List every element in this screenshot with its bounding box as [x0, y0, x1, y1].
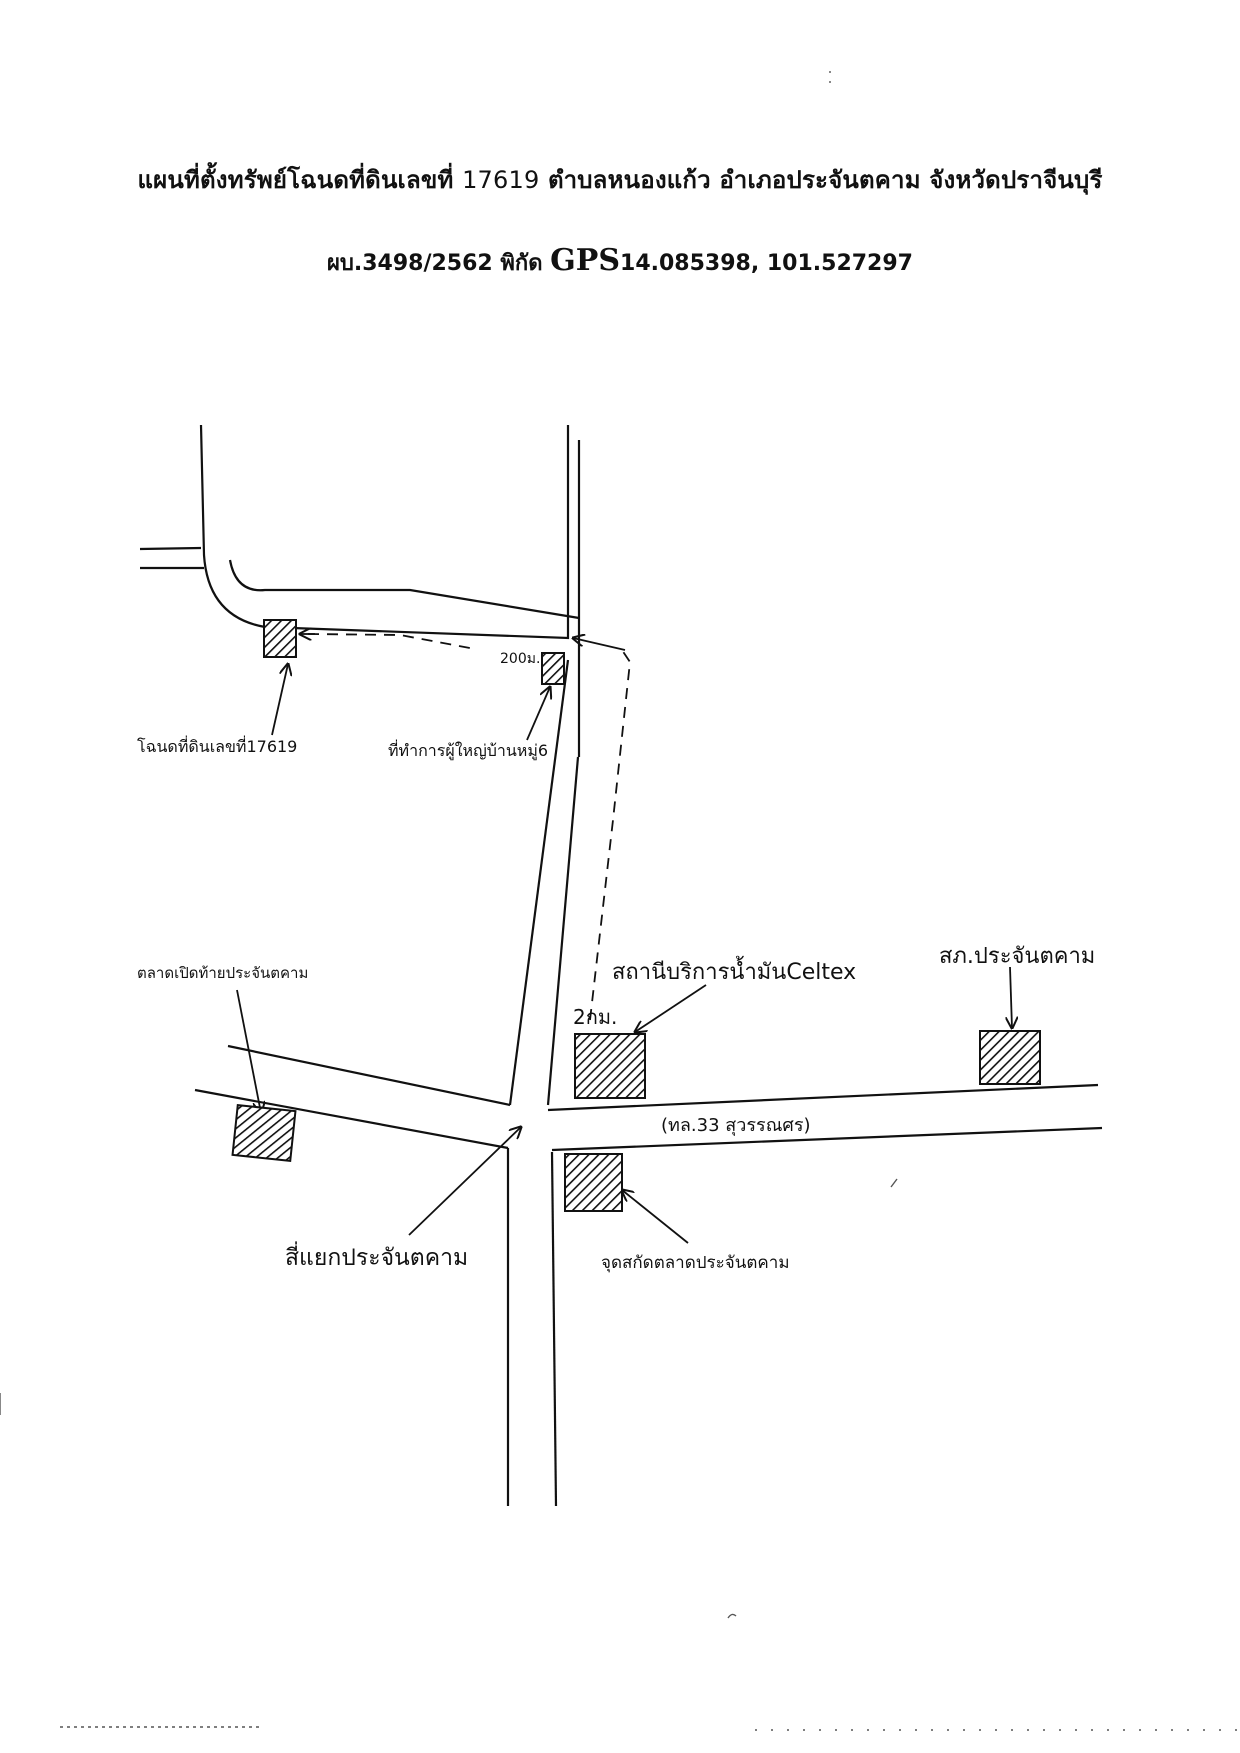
road-west-upper — [227, 1044, 511, 1107]
police-station-building — [979, 1030, 1041, 1085]
land-deed-plot — [263, 619, 297, 658]
arrow-market-label — [236, 989, 261, 1113]
village-office-building — [541, 652, 565, 685]
road-main-left-edge — [508, 659, 570, 1106]
arrow-deed-label — [271, 664, 288, 736]
title-location: ตำบลหนองแก้ว อำเภอประจันตคาม จังหวัดปราจ… — [547, 166, 1103, 194]
label-distance-200m: 200ม. — [500, 651, 540, 667]
arrows — [236, 634, 1012, 1244]
label-market-checkpoint: จุดสกัดตลาดประจันตคาม — [601, 1253, 790, 1273]
roads — [139, 424, 1103, 1507]
case-number: ผบ.3498/2562 พิกัด — [327, 251, 543, 276]
label-land-deed: โฉนดที่ดินเลขที่17619 — [137, 735, 297, 756]
road-left-stub — [139, 546, 202, 551]
map-title: แผนที่ตั้งทรัพย์โฉนดที่ดินเลขที่ 17619 ต… — [0, 160, 1240, 199]
label-duck-market: ตลาดเปิดท้ายประจันตคาม — [137, 964, 308, 982]
speck-7 — [890, 1178, 898, 1188]
label-highway: (ทล.33 สุวรรณศร) — [661, 1115, 811, 1136]
arrow-route-to-road — [573, 638, 626, 651]
arrow-checkpoint-label — [622, 1190, 689, 1244]
highway-south-edge — [551, 1126, 1103, 1152]
labels: โฉนดที่ดินเลขที่17619 ที่ทำการผู้ใหญ่บ้า… — [137, 651, 1095, 1273]
highway-north-edge — [547, 1083, 1099, 1112]
duck-market-building — [231, 1104, 297, 1162]
arrow-police-label — [1010, 966, 1012, 1028]
road-west-lower — [194, 1088, 509, 1150]
title-prefix: แผนที่ตั้งทรัพย์โฉนดที่ดินเลขที่ — [137, 166, 454, 194]
gps-coordinates: 14.085398, 101.527297 — [620, 251, 913, 276]
label-distance-2km: 2กม. — [573, 1005, 617, 1029]
speck-6 — [727, 1613, 737, 1619]
arrow-office-label — [526, 687, 550, 741]
scan-specks — [0, 71, 1240, 1731]
gps-word: GPS — [550, 243, 621, 278]
route-dashes — [307, 633, 631, 1021]
deed-number: 17619 — [462, 166, 540, 194]
road-main-right-edge — [546, 756, 580, 1106]
road-south-right-edge — [550, 1151, 558, 1507]
label-village-office: ที่ทำการผู้ใหญ่บ้านหมู่6 — [388, 739, 548, 761]
gas-station-building — [574, 1033, 646, 1099]
buildings — [231, 619, 1041, 1212]
arrow-intersection-label — [408, 1127, 521, 1236]
map-subtitle: ผบ.3498/2562 พิกัด GPS14.085398, 101.527… — [0, 243, 1240, 280]
route-dash-from-highway — [589, 649, 631, 1021]
label-gas-station: สถานีบริการน้ำมันCeltex — [612, 956, 856, 985]
market-checkpoint-building — [564, 1153, 623, 1212]
route-dash-to-deed — [307, 633, 471, 649]
label-police-station: สภ.ประจันตคาม — [939, 944, 1095, 969]
arrow-gas-station-label — [635, 984, 707, 1032]
road-north-west-inner — [228, 559, 580, 620]
label-intersection: สี่แยกประจันตคาม — [285, 1241, 468, 1271]
